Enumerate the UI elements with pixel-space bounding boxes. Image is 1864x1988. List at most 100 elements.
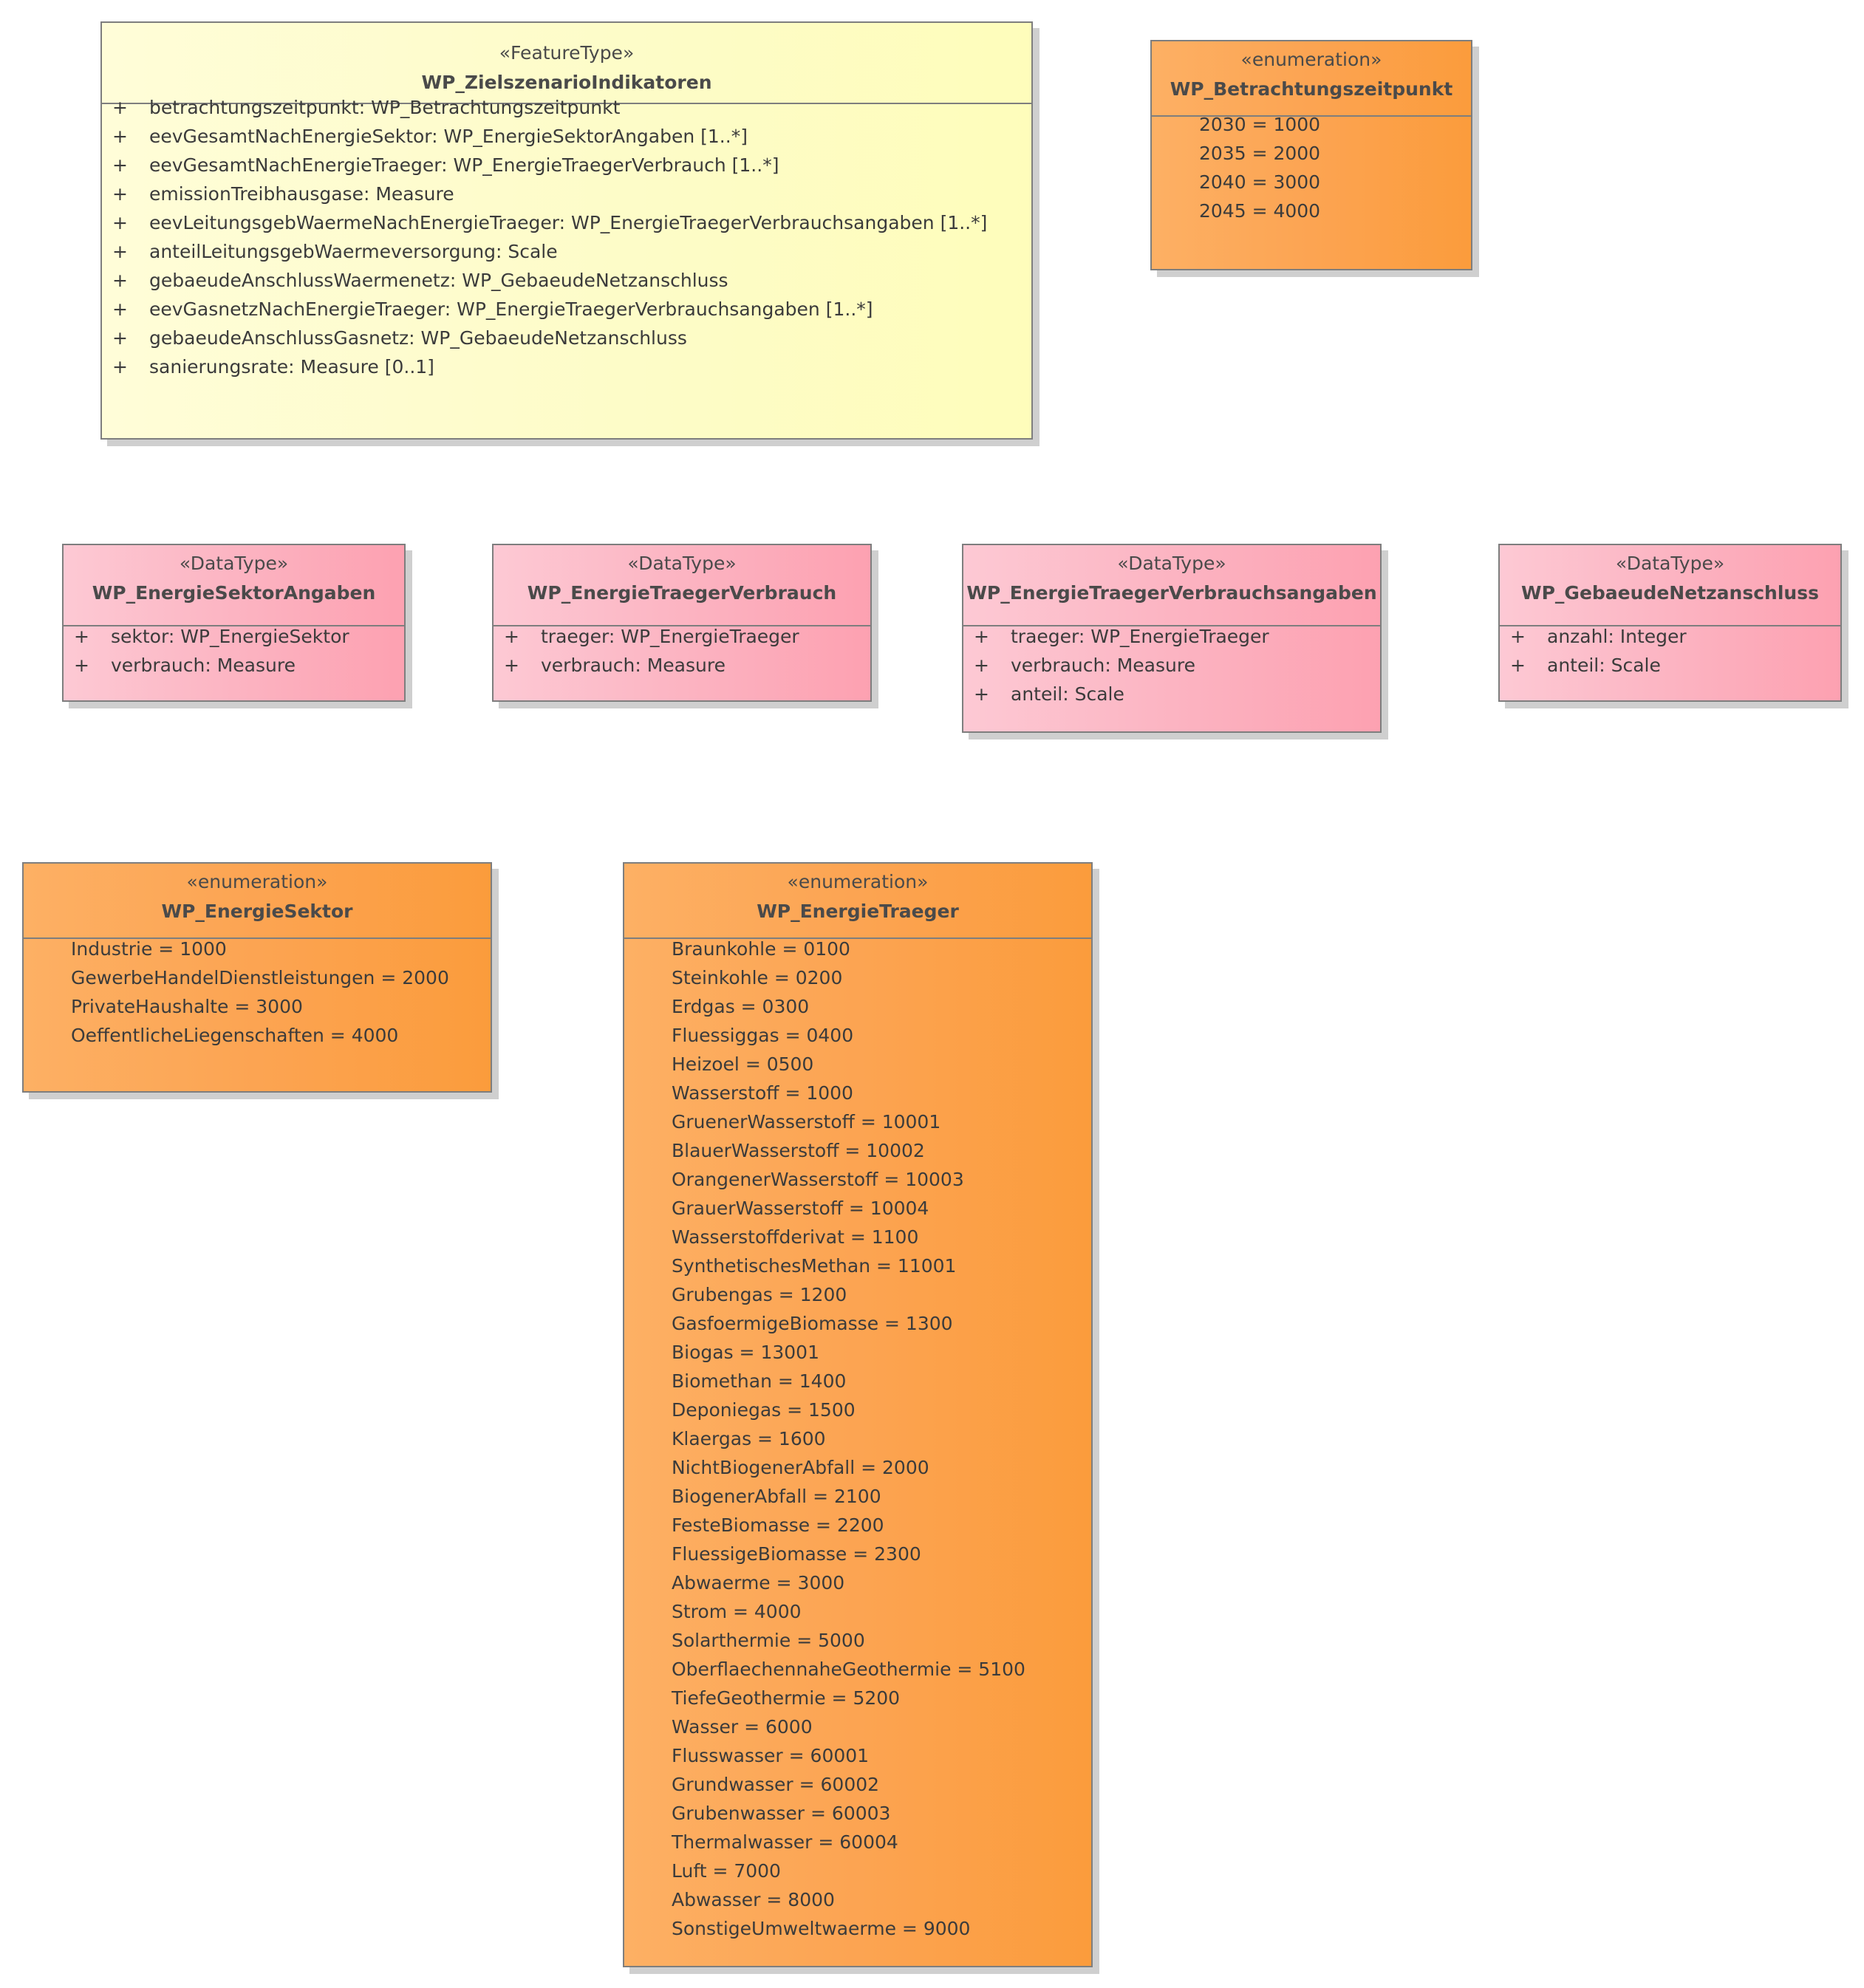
class-header: «DataType»WP_EnergieSektorAngaben: [64, 545, 404, 626]
literal-text: BiogenerAbfall = 2100: [672, 1486, 881, 1507]
literal-text: GruenerWasserstoff = 10001: [672, 1111, 941, 1133]
enum-literal: GrauerWasserstoff = 10004: [624, 1194, 1091, 1223]
enum-literal: GewerbeHandelDienstleistungen = 2000: [24, 963, 491, 992]
class-header: «FeatureType» WP_ZielszenarioIndikatoren: [102, 23, 1031, 104]
literal-text: Heizoel = 0500: [672, 1053, 814, 1075]
literal-text: Steinkohle = 0200: [672, 967, 843, 988]
visibility-marker: +: [504, 655, 519, 676]
literal-text: GewerbeHandelDienstleistungen = 2000: [71, 967, 449, 988]
attribute-row: +eevGesamtNachEnergieTraeger: WP_Energie…: [102, 151, 1031, 180]
class-stereotype: «FeatureType»: [499, 42, 635, 64]
enum-wp-betrachtungszeitpunkt: «enumeration»WP_Betrachtungszeitpunkt 203…: [1150, 40, 1472, 270]
attribute-row: +traeger: WP_EnergieTraeger: [494, 622, 870, 651]
enum-literal: Biogas = 13001: [624, 1338, 1091, 1367]
attribute-text: betrachtungszeitpunkt: WP_Betrachtungsze…: [149, 97, 621, 118]
visibility-marker: +: [1510, 626, 1526, 647]
literal-text: Biogas = 13001: [672, 1342, 819, 1363]
enum-literal: Wasser = 6000: [624, 1712, 1091, 1741]
attribute-row: +verbrauch: Measure: [494, 651, 870, 680]
literal-text: Flusswasser = 60001: [672, 1745, 870, 1766]
class-stereotype: «DataType»: [1117, 553, 1226, 574]
visibility-marker: +: [112, 327, 128, 349]
attribute-row: + sektor: WP_EnergieSektor: [64, 622, 404, 651]
class-name: WP_GebaeudeNetzanschluss: [1521, 582, 1819, 604]
enum-literal: Wasserstoffderivat = 1100: [624, 1223, 1091, 1251]
class-header: «DataType»WP_GebaeudeNetzanschluss: [1500, 545, 1840, 626]
visibility-marker: +: [112, 298, 128, 320]
literal-text: BlauerWasserstoff = 10002: [672, 1140, 925, 1161]
enum-literal: Wasserstoff = 1000: [624, 1079, 1091, 1107]
class-stereotype: «enumeration»: [787, 871, 929, 892]
enum-literal: 2035 = 2000: [1152, 139, 1471, 168]
attribute-list: +traeger: WP_EnergieTraeger+verbrauch: M…: [494, 622, 870, 680]
literal-text: OrangenerWasserstoff = 10003: [672, 1169, 964, 1190]
attribute-row: +eevGesamtNachEnergieSektor: WP_EnergieS…: [102, 122, 1031, 151]
class-stereotype: «enumeration»: [186, 871, 328, 892]
literal-text: Deponiegas = 1500: [672, 1399, 856, 1421]
literal-text: Grubenwasser = 60003: [672, 1803, 891, 1824]
attribute-row: +gebaeudeAnschlussGasnetz: WP_GebaeudeNe…: [102, 324, 1031, 352]
enum-literal: GasfoermigeBiomasse = 1300: [624, 1309, 1091, 1338]
attribute-text: eevGesamtNachEnergieTraeger: WP_EnergieT…: [149, 154, 779, 176]
literal-text: SynthetischesMethan = 11001: [672, 1255, 957, 1277]
enum-literal: Deponiegas = 1500: [624, 1396, 1091, 1424]
attribute-list: +traeger: WP_EnergieTraeger+verbrauch: M…: [963, 622, 1380, 708]
literal-text: SonstigeUmweltwaerme = 9000: [672, 1918, 971, 1939]
literal-text: TiefeGeothermie = 5200: [672, 1687, 901, 1709]
literal-text: PrivateHaushalte = 3000: [71, 996, 303, 1017]
enum-literal: Abwasser = 8000: [624, 1885, 1091, 1914]
literal-text: Biomethan = 1400: [672, 1370, 847, 1392]
visibility-marker: +: [74, 655, 89, 676]
class-name: WP_ZielszenarioIndikatoren: [421, 72, 712, 93]
literal-text: Erdgas = 0300: [672, 996, 810, 1017]
enum-literal: Braunkohle = 0100: [624, 935, 1091, 963]
attribute-row: +anzahl: Integer: [1500, 622, 1840, 651]
literal-text: Fluessiggas = 0400: [672, 1025, 854, 1046]
attribute-list: + sektor: WP_EnergieSektor +verbrauch: Mea…: [64, 622, 404, 680]
class-name: WP_EnergieTraeger: [757, 901, 959, 922]
attribute-row: +anteilLeitungsgebWaermeversorgung: Scal…: [102, 237, 1031, 266]
attribute-row: +verbrauch: Measure: [64, 651, 404, 680]
enum-literal: Biomethan = 1400: [624, 1367, 1091, 1396]
class-name: WP_Betrachtungszeitpunkt: [1170, 78, 1453, 100]
literal-text: FesteBiomasse = 2200: [672, 1514, 884, 1536]
literal-text: Industrie = 1000: [71, 938, 227, 960]
enum-literal: OeffentlicheLiegenschaften = 4000: [24, 1021, 491, 1050]
literal-text: NichtBiogenerAbfall = 2000: [672, 1457, 929, 1478]
attribute-row: +traeger: WP_EnergieTraeger: [963, 622, 1380, 651]
literal-text: Strom = 4000: [672, 1601, 802, 1622]
enum-literal: 2045 = 4000: [1152, 197, 1471, 225]
visibility-marker: +: [974, 626, 989, 647]
literal-text: GasfoermigeBiomasse = 1300: [672, 1313, 953, 1334]
visibility-marker: +: [74, 626, 89, 647]
enum-literal: Luft = 7000: [624, 1857, 1091, 1885]
literal-text: Grundwasser = 60002: [672, 1774, 880, 1795]
class-name: WP_EnergieTraegerVerbrauchsangaben: [966, 582, 1377, 604]
enum-literal: Erdgas = 0300: [624, 992, 1091, 1021]
class-header: «enumeration» WP_EnergieTraeger: [624, 864, 1091, 939]
attribute-row: +sanierungsrate: Measure [0..1]: [102, 352, 1031, 381]
enum-literal: Heizoel = 0500: [624, 1050, 1091, 1079]
class-header: «enumeration»WP_Betrachtungszeitpunkt: [1152, 41, 1471, 117]
literal-text: 2035 = 2000: [1199, 143, 1321, 164]
attribute-text: anteilLeitungsgebWaermeversorgung: Scale: [149, 241, 558, 262]
attribute-row: +emissionTreibhausgase: Measure: [102, 180, 1031, 208]
attribute-text: sektor: WP_EnergieSektor: [111, 626, 349, 647]
enum-literal: Klaergas = 1600: [624, 1424, 1091, 1453]
enum-literal: NichtBiogenerAbfall = 2000: [624, 1453, 1091, 1482]
enum-literal: FluessigeBiomasse = 2300: [624, 1540, 1091, 1568]
literal-text: Wasserstoffderivat = 1100: [672, 1226, 919, 1248]
visibility-marker: +: [112, 356, 128, 378]
enum-literal: GruenerWasserstoff = 10001: [624, 1107, 1091, 1136]
enum-literal: 2040 = 3000: [1152, 168, 1471, 197]
enum-literal: Fluessiggas = 0400: [624, 1021, 1091, 1050]
attribute-text: anteil: Scale: [1011, 683, 1124, 705]
enum-literal: BiogenerAbfall = 2100: [624, 1482, 1091, 1511]
attribute-row: +betrachtungszeitpunkt: WP_Betrachtungsz…: [102, 93, 1031, 122]
literal-text: Klaergas = 1600: [672, 1428, 826, 1449]
literal-text: Thermalwasser = 60004: [672, 1831, 898, 1853]
enum-literal: PrivateHaushalte = 3000: [24, 992, 491, 1021]
